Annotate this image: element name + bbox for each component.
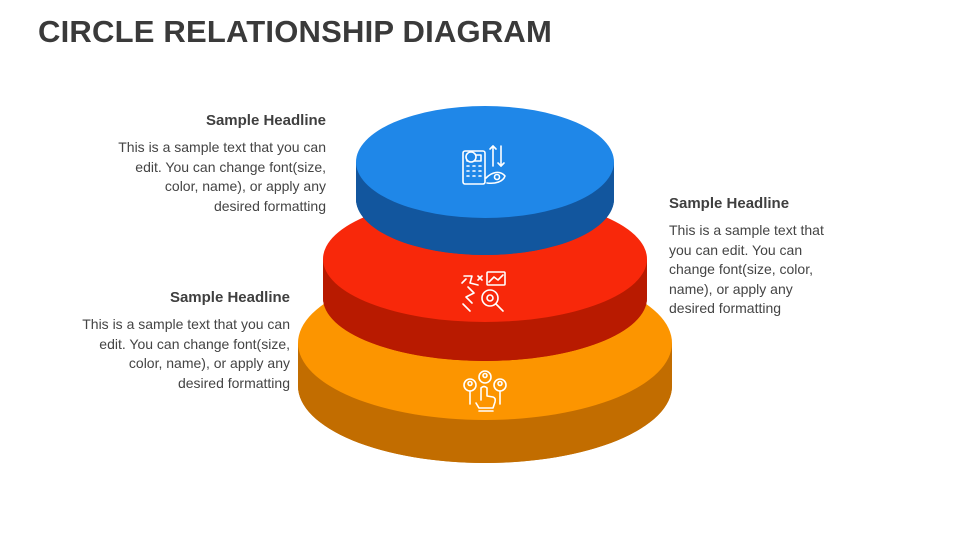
callout-headline: Sample Headline (205, 112, 326, 129)
callout-right: Sample Headline This is a sample text th… (669, 195, 839, 319)
team-selection-icon (463, 370, 507, 412)
callout-bottom-left: Sample Headline This is a sample text th… (80, 289, 290, 393)
callout-headline: Sample Headline (169, 289, 290, 306)
callout-body: This is a sample text that you can edit.… (82, 316, 290, 391)
callout-headline: Sample Headline (669, 195, 790, 212)
callout-body: This is a sample text that you can edit.… (669, 222, 824, 316)
callout-body: This is a sample text that you can edit.… (118, 139, 326, 214)
strategy-analysis-icon (461, 271, 506, 312)
finance-calculator-icon (462, 145, 506, 185)
callout-top-left: Sample Headline This is a sample text th… (116, 112, 326, 216)
page-title: CIRCLE RELATIONSHIP DIAGRAM (38, 14, 553, 49)
